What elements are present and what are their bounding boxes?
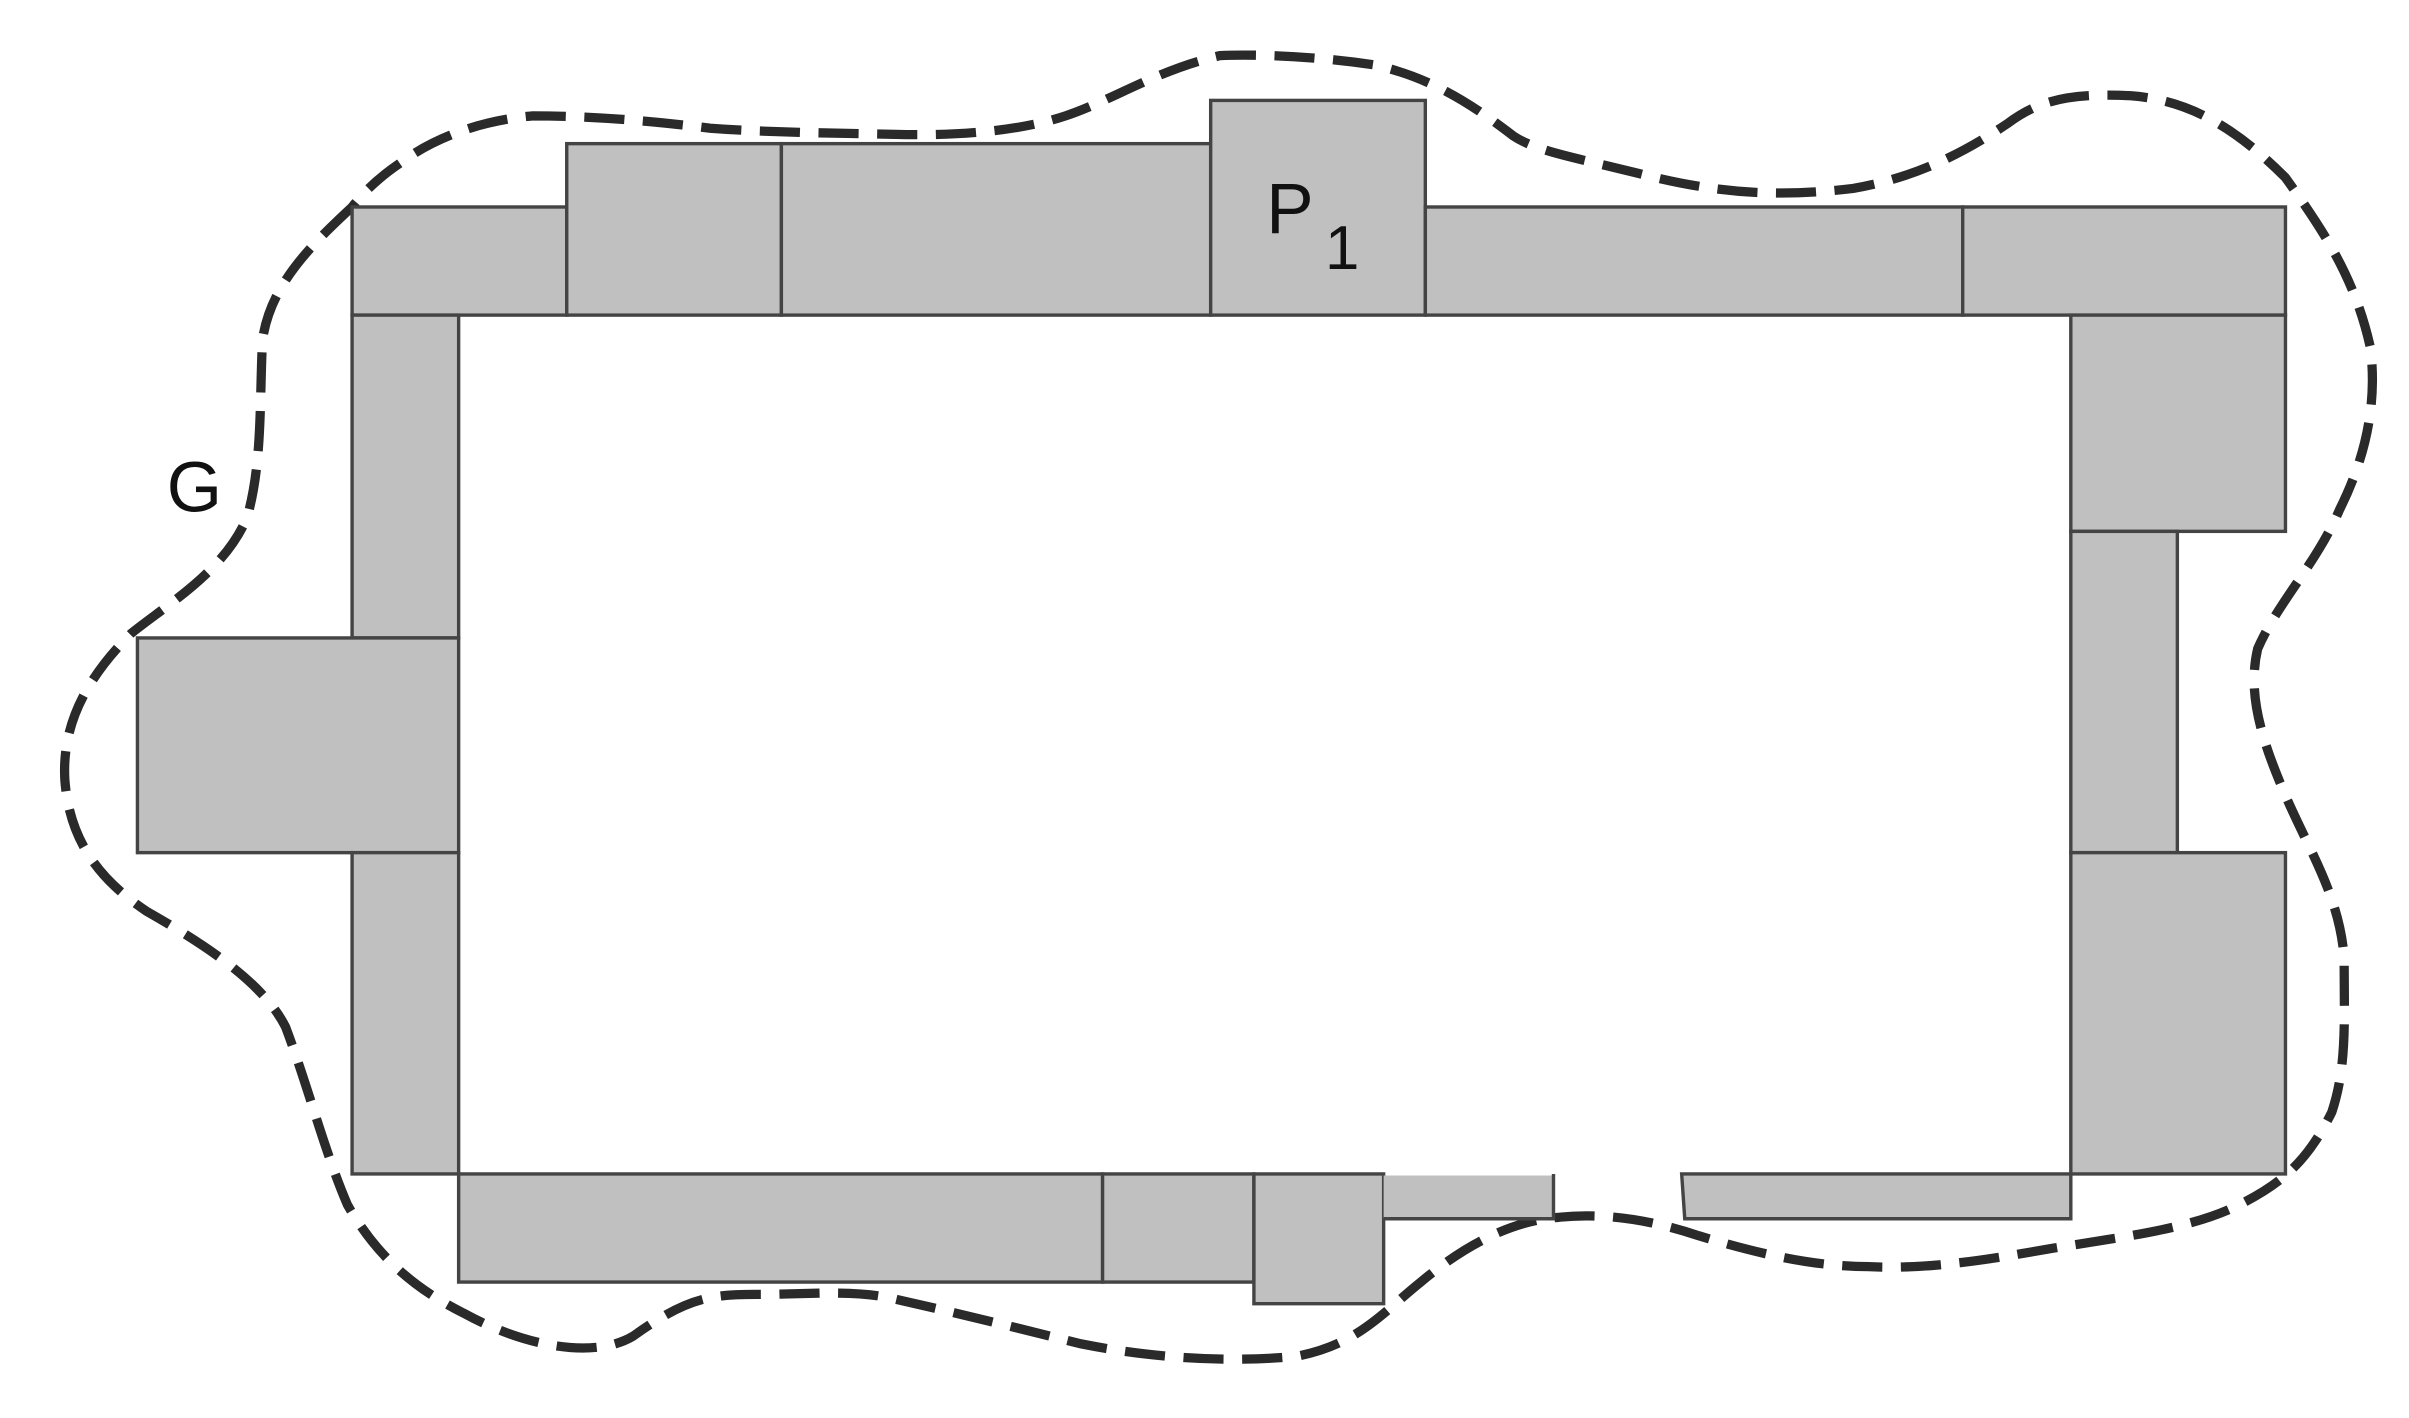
block [1252, 1172, 1386, 1306]
block [2069, 313, 2288, 534]
block [350, 850, 461, 1176]
block [2069, 529, 2180, 855]
block [350, 313, 461, 640]
block [350, 205, 569, 317]
block [1961, 205, 2288, 317]
block [456, 1172, 1105, 1284]
top-wall [350, 98, 2288, 317]
piece-label-p1-subscript: 1 [1325, 214, 1359, 283]
bottom-wall [456, 1172, 2073, 1306]
block [1679, 1172, 2073, 1221]
block [1423, 205, 1965, 317]
block-edge [1383, 1173, 1556, 1221]
block [565, 141, 784, 317]
block [1100, 1172, 1256, 1284]
block [2069, 850, 2288, 1176]
block-p1 [1208, 98, 1428, 317]
block [135, 636, 461, 855]
block [1383, 1175, 1554, 1219]
block [779, 141, 1213, 317]
region-g-boundary [59, 50, 2377, 1364]
region-label-g: G [167, 448, 222, 527]
piece-label-p1: P [1266, 170, 1313, 249]
right-wall [2069, 313, 2288, 1176]
left-wall [135, 313, 461, 1176]
